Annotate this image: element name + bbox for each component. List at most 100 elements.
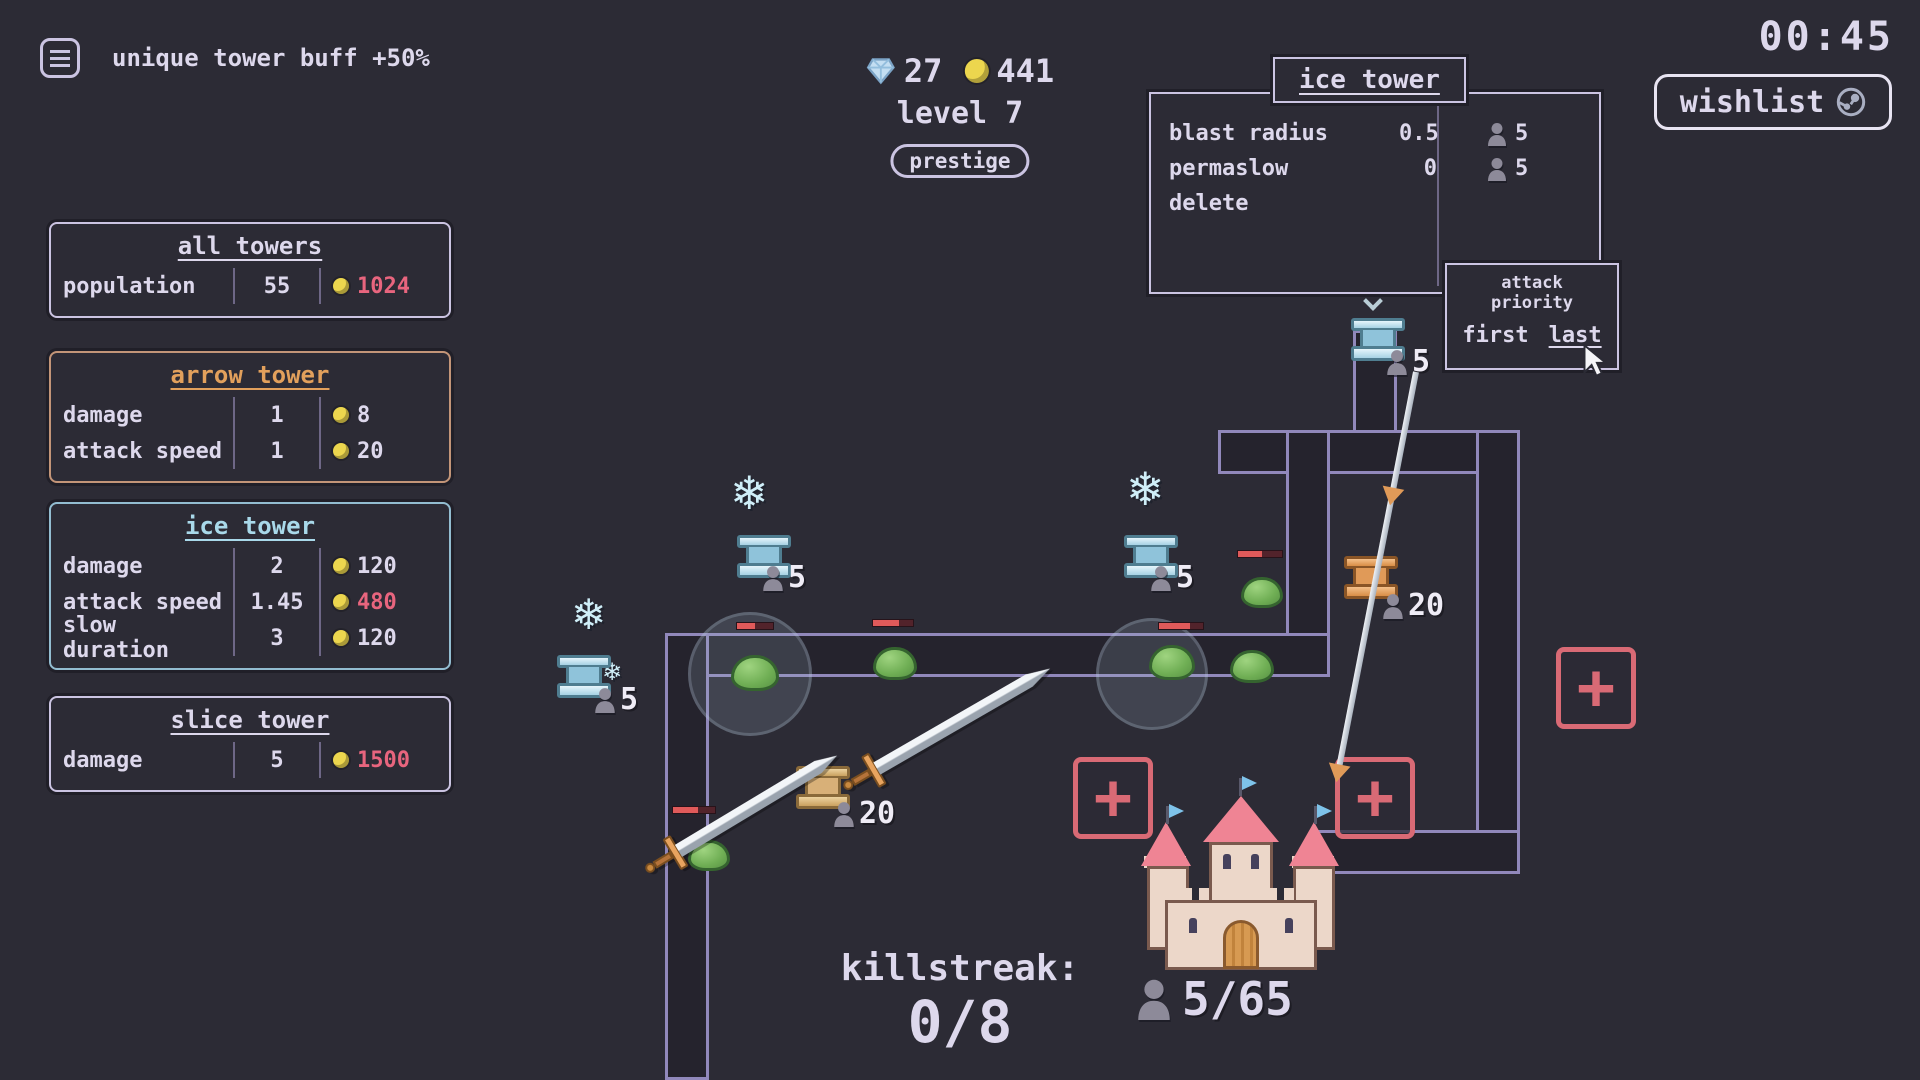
upgrade-row-damage[interactable]: damage 5 1500 (63, 742, 437, 778)
level-label: level 7 (896, 96, 1024, 131)
snowflake-icon: ❄ (571, 590, 607, 639)
gem-counter: 27 (866, 52, 942, 90)
badge-count: 20 (859, 796, 896, 831)
upgrade-row-slow-duration[interactable]: slow duration 3 120 (63, 613, 437, 663)
plus-icon: + (1576, 651, 1616, 725)
coin-icon (333, 594, 349, 610)
snowflake-icon: ❄ (730, 466, 769, 520)
path-junction (1289, 636, 1327, 674)
tower-population-badge: 5 (594, 682, 638, 717)
badge-count: 5 (788, 560, 807, 595)
wishlist-button[interactable]: wishlist (1654, 74, 1892, 130)
stat-cost: 1024 (319, 268, 437, 304)
popup-pop-count: 5 (1515, 121, 1529, 146)
coin-icon (333, 443, 349, 459)
popup-pop-count: 5 (1515, 156, 1529, 181)
badge-count: 5 (620, 682, 639, 717)
popup-label: permaslow (1169, 156, 1289, 181)
popup-value: 0 (1423, 156, 1437, 181)
gem-icon (866, 58, 895, 85)
build-plot-button[interactable]: + (1335, 757, 1415, 839)
panel-title: all towers (177, 232, 323, 260)
spawn-arrow-icon (1363, 291, 1383, 311)
badge-count: 20 (1408, 588, 1445, 623)
priority-option-last[interactable]: last (1548, 323, 1602, 349)
mouse-cursor (1578, 343, 1609, 382)
path-junction (1479, 433, 1517, 471)
popup-label: delete (1169, 191, 1249, 216)
cost-value: 1500 (357, 747, 410, 773)
plus-icon: + (1355, 761, 1395, 835)
tower-detail-popup: blast radius 0.5 5 permaslow 0 5 delete (1149, 92, 1601, 294)
stat-label: damage (63, 747, 143, 773)
gold-counter: 441 (964, 52, 1054, 90)
build-plot-button[interactable]: + (1556, 647, 1636, 729)
build-plot-button[interactable]: + (1073, 757, 1153, 839)
plus-icon: + (1093, 761, 1133, 835)
stat-label: attack speed (63, 589, 222, 615)
cost-value: 8 (357, 402, 371, 428)
popup-row-delete[interactable]: delete (1169, 186, 1581, 221)
stat-cost: 20 (319, 433, 437, 469)
upgrade-row-attack-speed[interactable]: attack speed 1 20 (63, 433, 437, 469)
population-icon (1488, 157, 1506, 181)
population-icon (595, 687, 615, 713)
enemy-healthbar (736, 622, 774, 630)
coin-icon (333, 558, 349, 574)
cost-value: 1024 (357, 273, 410, 299)
tower-population-badge: 20 (833, 796, 895, 831)
enemy-healthbar (672, 806, 716, 814)
badge-count: 5 (1176, 560, 1195, 595)
stat-value: 5 (233, 742, 319, 778)
population-icon (1151, 565, 1171, 591)
path-junction (1289, 433, 1327, 471)
stat-label: damage (63, 402, 143, 428)
stat-cost: 480 (319, 584, 437, 620)
coin-icon (333, 278, 349, 294)
panel-arrow-tower: arrow tower damage 1 8 attack speed 1 20 (49, 351, 451, 483)
popup-divider (1437, 104, 1439, 286)
upgrade-row-attack-speed[interactable]: attack speed 1.45 480 (63, 584, 437, 620)
castle-pop-count: 5/65 (1182, 972, 1293, 1026)
castle-population: 5/65 (1136, 972, 1293, 1026)
enemy-slime (1149, 645, 1195, 680)
stat-label: attack speed (63, 438, 222, 464)
prestige-button[interactable]: prestige (890, 144, 1030, 178)
buff-banner: unique tower buff +50% (112, 44, 430, 72)
coin-icon (333, 407, 349, 423)
coin-icon (964, 59, 989, 83)
stat-cost: 8 (319, 397, 437, 433)
enemy-slime (1230, 650, 1274, 683)
priority-option-first[interactable]: first (1462, 323, 1529, 349)
wishlist-label: wishlist (1679, 84, 1825, 120)
stat-label: slow duration (63, 613, 169, 663)
popup-label: blast radius (1169, 121, 1328, 146)
ice-tower[interactable] (557, 655, 611, 698)
popup-value: 0.5 (1399, 121, 1439, 146)
enemy-healthbar (1237, 550, 1283, 558)
panel-title: ice tower (184, 512, 316, 540)
panel-ice-tower: ice tower damage 2 120 attack speed 1.45… (49, 502, 451, 670)
stat-cost: 120 (319, 548, 437, 584)
stat-value: 3 (233, 620, 319, 656)
upgrade-row-damage[interactable]: damage 2 120 (63, 548, 437, 584)
tower-population-badge: 5 (1386, 344, 1430, 379)
menu-button[interactable] (40, 38, 80, 78)
popup-population: 5 (1487, 121, 1528, 146)
upgrade-row-damage[interactable]: damage 1 8 (63, 397, 437, 433)
stat-value: 2 (233, 548, 319, 584)
tower-population-badge: 5 (1150, 560, 1194, 595)
population-icon (1387, 349, 1407, 375)
population-icon (1383, 593, 1403, 619)
gold-count: 441 (996, 52, 1055, 90)
popup-row-blast-radius[interactable]: blast radius 0.5 5 (1169, 116, 1581, 151)
path-segment (1476, 430, 1520, 874)
popup-row-permaslow[interactable]: permaslow 0 5 (1169, 151, 1581, 186)
ice-tower-selected[interactable] (1351, 318, 1405, 361)
stat-label: population (63, 273, 196, 299)
path-junction (1356, 433, 1394, 471)
stat-label: damage (63, 553, 143, 579)
upgrade-row-population[interactable]: population 55 1024 (63, 268, 437, 304)
population-icon (834, 801, 854, 827)
